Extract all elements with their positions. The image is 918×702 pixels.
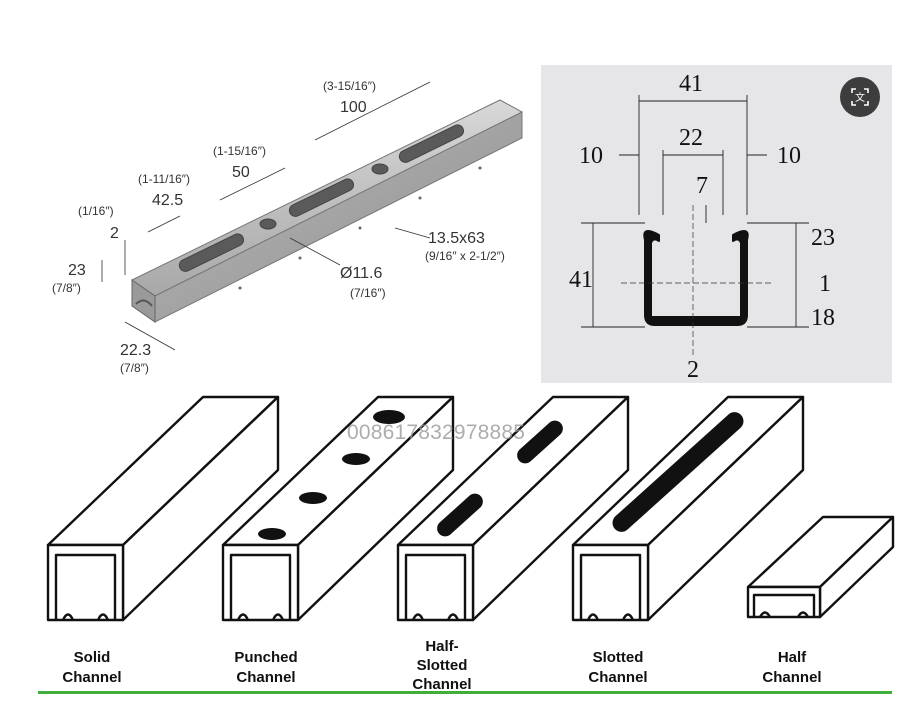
section-upper-23: 23 [811,225,835,251]
section-lip-right-10: 10 [777,143,801,169]
dim-42-5-inch: (1-11/16″) [138,172,190,186]
solid-channel-shape [46,395,280,622]
slot-dimension: 13.5x63 [428,230,485,247]
section-lip-depth-7: 7 [696,173,708,199]
channel-types-illustration: Solid Channel Punched Channel Half- Slot… [38,395,898,697]
section-lip-left-10: 10 [579,143,603,169]
section-mid-1: 1 [819,271,831,297]
label-slotted-line1: Slotted [593,649,644,666]
dim-50: 50 [232,164,250,181]
dim-2: 2 [110,225,119,242]
channel-side-face [154,111,523,323]
label-solid-line1: Solid [74,649,111,666]
label-half-line2: Channel [762,669,821,686]
half-slot [517,420,563,464]
section-opening-22: 22 [679,125,703,151]
section-width-41: 41 [679,71,703,97]
dim-100: 100 [340,99,367,116]
accent-divider [38,691,892,694]
dim-42-5: 42.5 [152,192,183,209]
label-half-slotted-line2: Slotted [417,657,468,674]
punched-hole [342,453,370,465]
punched-hole [299,492,327,504]
dim-100-inch: (3-15/16″) [323,79,376,93]
dim-23-inch: (7/8″) [52,281,81,295]
label-half-slotted-line3: Channel [412,676,471,693]
section-lower-18: 18 [811,305,835,331]
translate-icon: 文 [851,88,869,106]
hole-shape [259,218,277,230]
half-channel-shape [746,515,895,619]
punched-hole [373,410,405,424]
translate-button[interactable]: 文 [840,77,880,117]
cross-section-diagram: 41 22 10 10 7 41 23 1 18 2 [541,65,892,383]
hole-dimension: Ø11.6 [340,265,383,282]
label-half-line1: Half [778,649,807,666]
section-height-41: 41 [569,267,593,293]
dim-23: 23 [68,262,86,279]
punched-channel-shape [221,395,455,622]
phone-watermark: 008617832978885 [347,421,526,444]
dim-50-inch: (1-15/16″) [213,144,266,158]
channel-profile [643,230,749,326]
half-slot [437,493,483,537]
svg-text:文: 文 [855,91,865,104]
punched-hole [258,528,286,540]
label-solid-line2: Channel [62,669,121,686]
hole-shape [371,163,389,175]
cross-section-svg: 41 22 10 10 7 41 23 1 18 2 [569,71,835,383]
dim-2-inch: (1/16″) [78,204,114,218]
dim-22-3-inch: (7/8″) [120,361,149,375]
label-slotted-line2: Channel [588,669,647,686]
half-slotted-channel-shape [396,395,630,622]
hole-dimension-inch: (7/16″) [350,286,386,300]
slot-shape [178,233,245,272]
slot-dimension-inch: (9/16″ x 2-1/2″) [425,249,505,263]
dim-22-3: 22.3 [120,342,151,359]
slot-shape [288,178,355,217]
label-punched-line1: Punched [234,649,297,666]
label-half-slotted-line1: Half- [425,638,458,655]
long-slot [612,412,744,532]
iso-channel-svg: (3-15/16″) 100 (1-15/16″) 50 (1-11/16″) … [52,79,524,375]
channel-types-svg: Solid Channel Punched Channel Half- Slot… [46,395,895,693]
iso-channel-drawing: (3-15/16″) 100 (1-15/16″) 50 (1-11/16″) … [40,60,540,390]
label-punched-line2: Channel [236,669,295,686]
slot-shape [398,124,465,163]
section-thickness-2: 2 [687,357,699,383]
